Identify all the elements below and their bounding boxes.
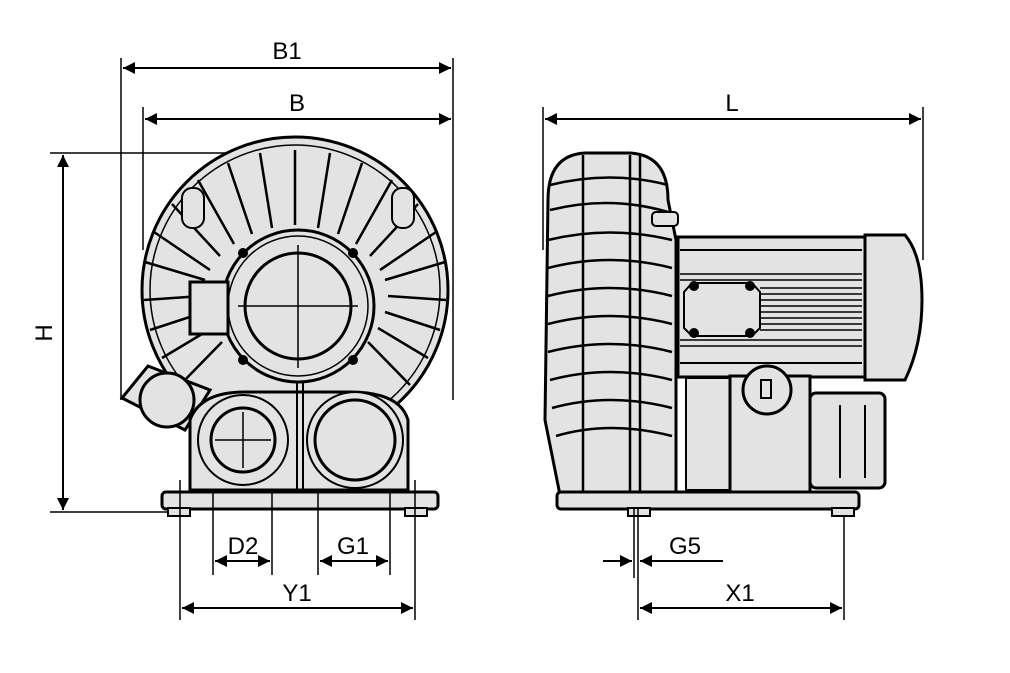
fan-cover [863,233,924,382]
side-port [808,391,887,490]
outlet-port-g1 [313,398,397,482]
dimension-label-x1: X1 [725,580,755,607]
cooling-fins [143,150,447,386]
dimension-label-g5: G5 [668,533,702,560]
base-plate-side [555,490,861,511]
terminal-lug [188,280,230,336]
dimension-label-b1: B1 [272,38,302,65]
guard-cage [547,155,673,495]
terminal-box [683,282,761,337]
dimension-label-l: L [725,90,739,117]
front-view [50,58,454,620]
lifting-eye-left [181,187,205,229]
dimension-label-d2: D2 [227,533,259,560]
lifting-eye-right [391,187,415,229]
side-view [542,107,924,620]
base-plate [160,490,440,511]
dimension-label-h: H [31,324,58,342]
dimension-label-b: B [288,90,306,117]
dimension-label-y1: Y1 [282,580,312,607]
dimension-label-g1: G1 [336,533,370,560]
impeller-housing-side [543,151,678,497]
